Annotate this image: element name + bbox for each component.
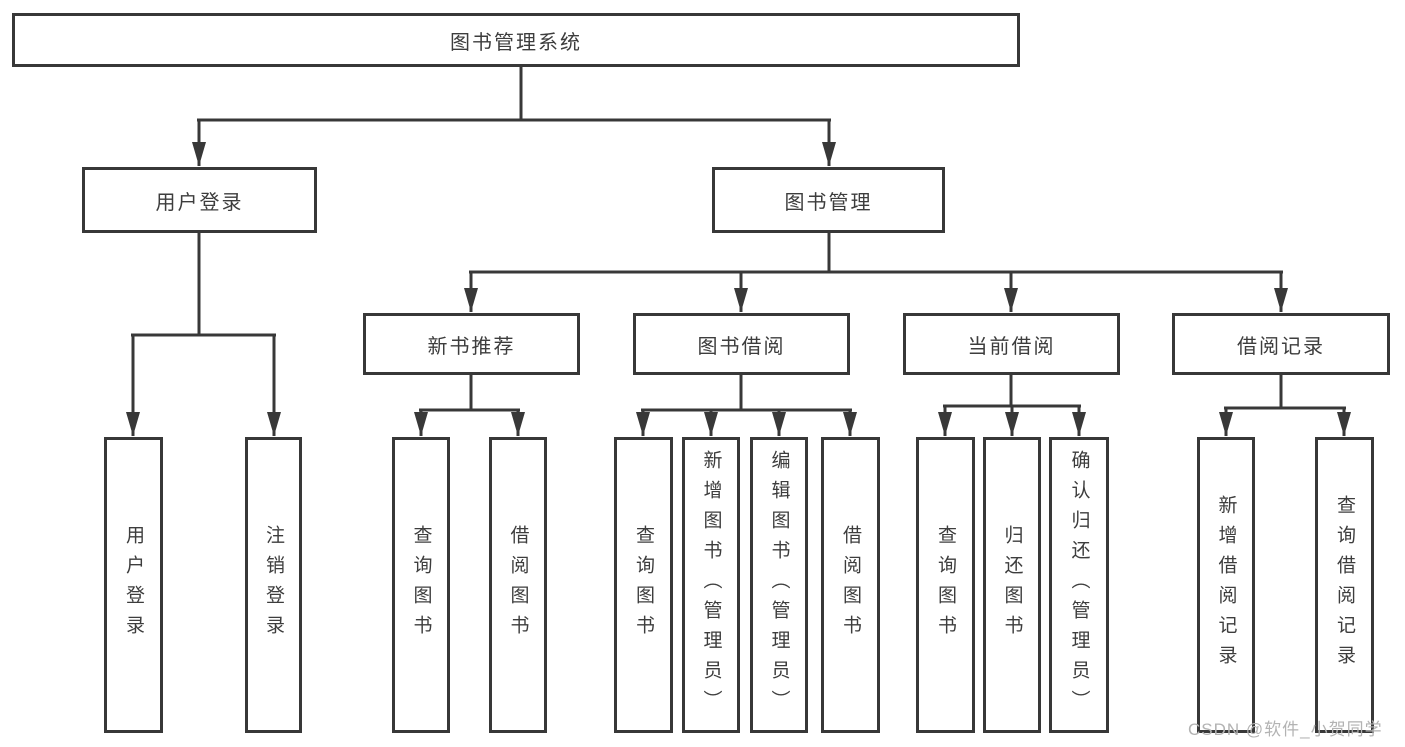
node-leaf-bb-query-books: 查询图书 bbox=[614, 437, 673, 733]
node-root: 图书管理系统 bbox=[12, 13, 1020, 67]
node-leaf-br-add-record: 新增借阅记录 bbox=[1197, 437, 1255, 733]
node-leaf-user-login: 用户登录 bbox=[104, 437, 163, 733]
node-leaf-cb-return-books-label: 归还图书 bbox=[1001, 525, 1023, 645]
csdn-watermark: CSDN @软件_小贺同学 bbox=[1188, 720, 1383, 739]
node-leaf-logout: 注销登录 bbox=[245, 437, 302, 733]
node-leaf-cb-query-books: 查询图书 bbox=[916, 437, 975, 733]
node-leaf-br-add-record-label: 新增借阅记录 bbox=[1215, 495, 1237, 675]
node-leaf-bb-add-books: 新增图书（管理员） bbox=[682, 437, 740, 733]
node-current-borrow: 当前借阅 bbox=[903, 313, 1120, 375]
node-new-book-recommend: 新书推荐 bbox=[363, 313, 580, 375]
node-leaf-nb-borrow-books: 借阅图书 bbox=[489, 437, 547, 733]
node-leaf-nb-query-books-label: 查询图书 bbox=[410, 525, 432, 645]
node-leaf-bb-edit-books-label: 编辑图书（管理员） bbox=[768, 450, 790, 720]
node-leaf-bb-add-books-label: 新增图书（管理员） bbox=[700, 450, 722, 720]
node-book-management: 图书管理 bbox=[712, 167, 945, 233]
node-borrow-records: 借阅记录 bbox=[1172, 313, 1390, 375]
node-leaf-nb-borrow-books-label: 借阅图书 bbox=[507, 525, 529, 645]
node-user-login: 用户登录 bbox=[82, 167, 317, 233]
node-leaf-bb-query-books-label: 查询图书 bbox=[633, 525, 654, 645]
node-book-management-label: 图书管理 bbox=[784, 191, 873, 214]
edge-book-borrow-split bbox=[636, 375, 857, 436]
node-borrow-records-label: 借阅记录 bbox=[1237, 335, 1325, 358]
edge-current-borrow-split bbox=[938, 375, 1086, 436]
edge-borrow-records-split bbox=[1219, 375, 1351, 436]
node-leaf-br-query-record: 查询借阅记录 bbox=[1315, 437, 1374, 733]
edge-book-management-split bbox=[464, 233, 1288, 312]
node-leaf-br-query-record-label: 查询借阅记录 bbox=[1334, 495, 1355, 675]
node-user-login-label: 用户登录 bbox=[155, 191, 244, 214]
node-leaf-user-login-label: 用户登录 bbox=[123, 525, 144, 645]
edge-new-book-recommend-split bbox=[414, 375, 525, 436]
edge-user-login-split bbox=[126, 233, 281, 436]
node-leaf-cb-query-books-label: 查询图书 bbox=[935, 525, 956, 645]
node-root-label: 图书管理系统 bbox=[450, 31, 582, 54]
node-book-borrow-label: 图书借阅 bbox=[697, 335, 786, 358]
node-new-book-recommend-label: 新书推荐 bbox=[427, 335, 516, 358]
node-leaf-logout-label: 注销登录 bbox=[263, 525, 284, 645]
node-leaf-bb-edit-books: 编辑图书（管理员） bbox=[750, 437, 808, 733]
node-book-borrow: 图书借阅 bbox=[633, 313, 850, 375]
node-leaf-cb-confirm-return-label: 确认归还（管理员） bbox=[1068, 450, 1090, 720]
node-leaf-bb-borrow-books-label: 借阅图书 bbox=[840, 525, 861, 645]
node-current-borrow-label: 当前借阅 bbox=[967, 335, 1056, 358]
node-leaf-nb-query-books: 查询图书 bbox=[392, 437, 450, 733]
edge-root-split bbox=[192, 67, 836, 166]
node-leaf-cb-return-books: 归还图书 bbox=[983, 437, 1041, 733]
node-leaf-bb-borrow-books: 借阅图书 bbox=[821, 437, 880, 733]
node-leaf-cb-confirm-return: 确认归还（管理员） bbox=[1049, 437, 1109, 733]
